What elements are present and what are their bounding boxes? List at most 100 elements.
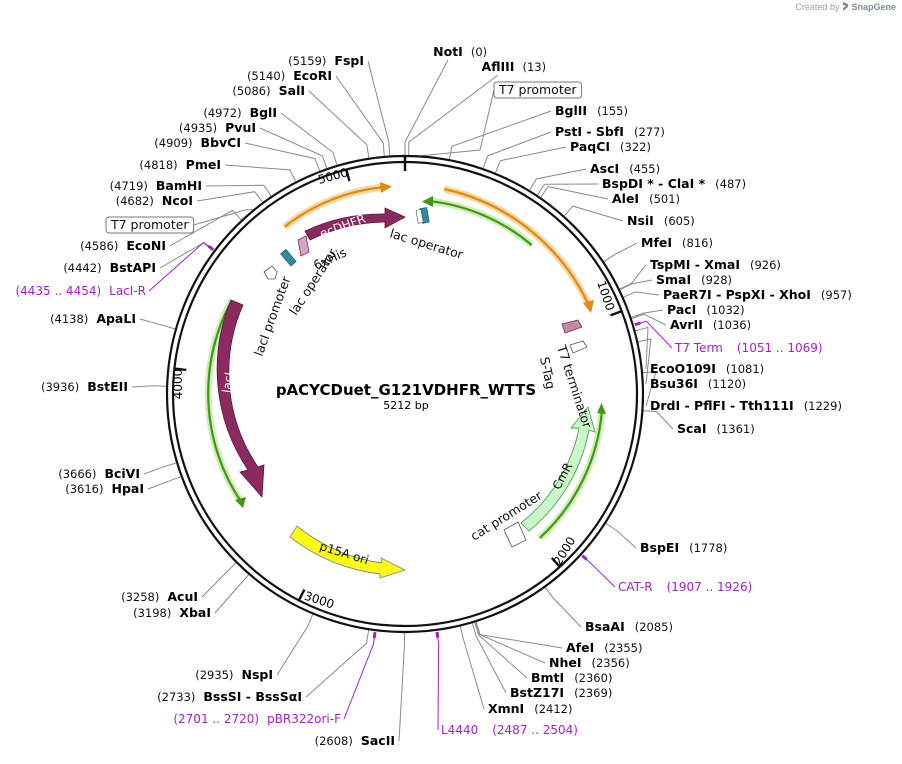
site-name: FspI (334, 53, 364, 68)
cmr-feature-arrow (520, 406, 596, 532)
site-leader-line (603, 242, 638, 263)
site-name: NsiI (627, 213, 654, 228)
site-leader-line (305, 630, 370, 698)
site-position: (4586) (80, 239, 118, 253)
site-leader-line (544, 587, 582, 628)
site-name: BstAPI (110, 260, 156, 275)
site-name: BstEII (87, 379, 128, 394)
site-name: AfeI (566, 640, 594, 655)
restriction-site-label: AvrII (1036) (670, 317, 751, 332)
restriction-site-label: BglII(155) (555, 103, 628, 118)
site-name: BglII (555, 103, 587, 118)
primer-name: L4440 (441, 723, 478, 737)
site-position: (3198) (133, 606, 171, 620)
site-leader-line (196, 191, 263, 203)
ruler-tick (297, 589, 306, 601)
site-name: AvrII (670, 317, 703, 332)
site-position: (3666) (58, 467, 96, 481)
site-position: (5159) (288, 54, 326, 68)
primer-label: CAT-R(1907 .. 1926) (618, 580, 752, 594)
site-name: PaeR7I - PspXI - XhoI (663, 287, 811, 302)
features-layer: ecDHFR lacI CmR p15A ori (204, 182, 606, 579)
site-position: (3258) (121, 590, 159, 604)
site-name: PvuI (225, 120, 256, 135)
restriction-site-label: BbvCI(4909) (154, 135, 241, 150)
primer-marks (148, 241, 673, 731)
restriction-site-label: HpaI(3616) (65, 481, 144, 496)
cat-promoter-feature (503, 521, 527, 548)
site-position: (926) (750, 258, 781, 272)
restriction-site-label: BamHI (4719) (110, 178, 202, 193)
restriction-site-label: EcoNI(4586) (80, 238, 166, 253)
site-position: (957) (821, 288, 852, 302)
p15a-ori-feature-arrow (289, 525, 407, 579)
restriction-site-label: BspEI(1778) (640, 540, 727, 555)
plasmid-length: 5212 bp (383, 399, 428, 412)
site-leader-line (147, 476, 181, 490)
site-leader-line (631, 313, 667, 326)
ruler-label: 4000 (171, 369, 185, 400)
site-leader-line (474, 622, 528, 679)
boxed-feature-box (493, 81, 583, 99)
site-name: Bsu36I (650, 376, 698, 391)
restriction-site-label: AfeI (2355) (566, 640, 643, 655)
site-name: BspEI (640, 540, 679, 555)
site-leader-line (638, 338, 652, 385)
6xhis-feature (297, 235, 310, 257)
primer-range: (4435 .. 4454) (15, 284, 101, 298)
site-name: MfeI (641, 235, 672, 250)
primer-range: (2487 .. 2504) (492, 723, 578, 737)
boxed-feature-text: T7 promoter (110, 217, 189, 232)
primer-range: (2701 .. 2720) (173, 712, 259, 726)
restriction-site-label: BstEII(3936) (41, 379, 128, 394)
site-position: (4719) (110, 179, 148, 193)
primer-labels: T7 Term(1051 .. 1069)CAT-R(1907 .. 1926)… (15, 284, 822, 737)
restriction-site-label: BspDI * - ClaI *(487) (602, 176, 746, 191)
site-leader-line (259, 127, 328, 169)
site-leader-line (495, 146, 567, 173)
laci-promoter-feature (263, 265, 278, 280)
site-name: AscI (590, 161, 619, 176)
restriction-site-label: PaeR7I - PspXI - XhoI (957) (663, 287, 852, 302)
site-position: (1036) (713, 318, 751, 332)
primer-mark (634, 321, 641, 327)
site-position: (1361) (717, 422, 755, 436)
boxed-feature-label: T7 promoter (105, 216, 195, 234)
site-name: BamHI (156, 178, 202, 193)
site-leader-line (563, 205, 624, 222)
restriction-site-label: BssSI - BssSαI(2733) (157, 689, 302, 704)
primer-name: T7 Term (674, 341, 723, 355)
restriction-site-label: BsaAI(2085) (585, 619, 673, 634)
green-arc-top (430, 200, 533, 246)
restriction-site-label: EcoO109I (1081) (650, 361, 764, 376)
site-leader-line (635, 326, 649, 370)
site-position: (2355) (604, 641, 642, 655)
restriction-site-label: PaqCI(322) (570, 139, 651, 154)
site-leader-line (143, 462, 177, 475)
restriction-site-labels: NotI(0)AflIII(13)BglII(155)PstI - SbfI(2… (41, 44, 852, 748)
lac-operator-top-outline (415, 209, 424, 224)
site-position: (4909) (154, 136, 192, 150)
site-position: (1229) (804, 399, 842, 413)
site-position: (2360) (574, 671, 612, 685)
site-leader-line (131, 385, 167, 388)
primer-name: pBR322ori-F (267, 712, 341, 726)
primer-leader (437, 637, 440, 731)
restriction-site-label: BstAPI(4442) (63, 260, 156, 275)
lac-operator-top-label: lac operator (388, 226, 466, 263)
site-name: EcoO109I (650, 361, 716, 376)
restriction-site-label: ScaI(1361) (677, 421, 755, 436)
restriction-site-label: BstZ17I(2369) (510, 685, 612, 700)
primer-label: pBR322ori-F (2701 .. 2720) (173, 712, 341, 726)
site-name: BssSI - BssSαI (203, 689, 302, 704)
site-position: (1081) (726, 362, 764, 376)
orange-arc-right-head (583, 300, 594, 313)
restriction-site-label: BmtI(2360) (531, 670, 612, 685)
site-leader-line (169, 209, 242, 247)
site-position: (1120) (708, 377, 746, 391)
site-name: NheI (549, 655, 582, 670)
site-leader-line (276, 614, 314, 676)
snapgene-credit: Created by SnapGene (795, 2, 896, 12)
site-position: (2935) (195, 668, 233, 682)
